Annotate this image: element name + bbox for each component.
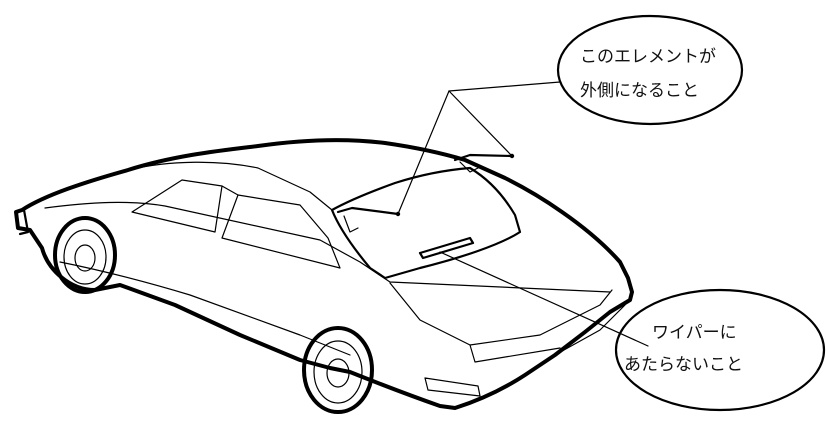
leader-top-to-lower-element [397, 90, 450, 215]
sill-line [59, 261, 351, 356]
rear-wheel [53, 216, 117, 294]
side-window-rear [131, 179, 223, 233]
bumper-line [554, 304, 626, 356]
roof-line [127, 161, 333, 211]
callout-top-line2: 外側になること [580, 81, 699, 101]
callout-top: このエレメントが 外側になること [556, 14, 744, 126]
car-body [14, 138, 634, 414]
beltline [44, 201, 611, 293]
trunk-edge [469, 344, 561, 363]
callout-top-line1: このエレメントが [580, 47, 716, 67]
front-wheel [302, 326, 374, 414]
side-window-front [221, 194, 341, 269]
trunk-lid [389, 282, 613, 346]
window-pillar [221, 185, 239, 196]
bumper-plate [424, 377, 481, 397]
callout-bottom-line2: あたらないこと [624, 355, 743, 375]
leader-lines [397, 81, 649, 347]
rear-corner [14, 208, 30, 236]
car-outline [14, 138, 634, 410]
callout-bottom-line1: ワイパーに [652, 323, 737, 343]
rear-windshield [330, 166, 522, 280]
leader-top-main [448, 81, 561, 92]
leader-top-to-upper-element [448, 90, 513, 157]
antenna-element-lower [336, 206, 401, 233]
wiper-blade [418, 236, 475, 260]
callout-bottom: ワイパーに あたらないこと [614, 288, 826, 412]
leader-bottom [439, 251, 649, 347]
